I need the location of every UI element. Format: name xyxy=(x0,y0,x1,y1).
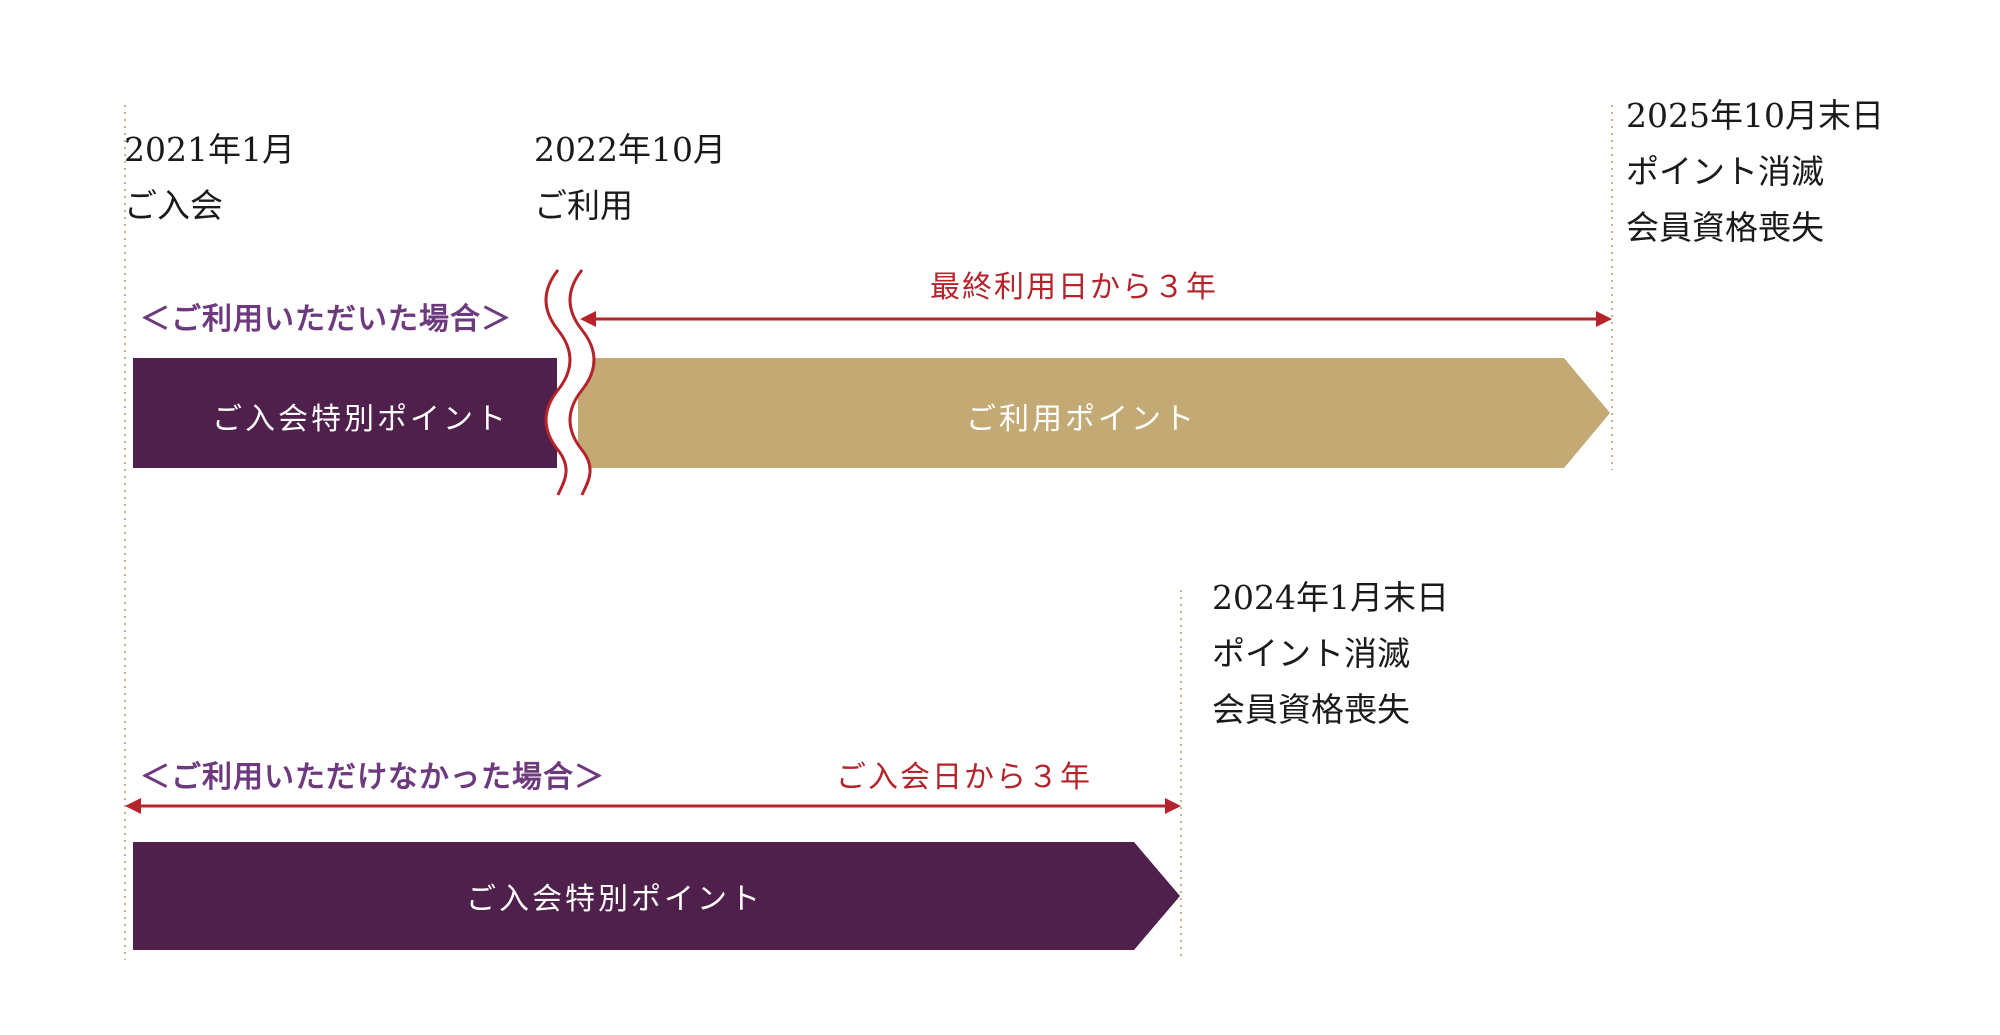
break-mark xyxy=(546,270,594,495)
join-caption: ご入会 xyxy=(124,186,223,225)
bonus-points-bar-used xyxy=(133,358,557,468)
span-arrow-used-right-head xyxy=(1596,311,1612,327)
expire-unused-marker: 2024年1月末日 ポイント消滅 会員資格喪失 xyxy=(1212,570,1449,738)
span-arrow-unused-right-head xyxy=(1165,798,1181,814)
expire-unused-caption-2: 会員資格喪失 xyxy=(1212,690,1410,729)
expire-unused-caption-1: ポイント消滅 xyxy=(1212,634,1410,673)
expire-used-caption-1: ポイント消滅 xyxy=(1626,152,1824,191)
use-caption: ご利用 xyxy=(534,186,633,225)
expire-used-caption-2: 会員資格喪失 xyxy=(1626,208,1824,247)
expire-unused-date: 2024年1月末日 xyxy=(1212,578,1449,617)
bonus-bar-label-unused: ご入会特別ポイント xyxy=(466,882,763,917)
scenario-used-heading: ＜ご利用いただいた場合＞ xyxy=(140,302,512,337)
join-marker: 2021年1月 ご入会 xyxy=(124,122,295,234)
join-date: 2021年1月 xyxy=(124,130,295,169)
span-label-unused: ご入会日から３年 xyxy=(836,760,1092,795)
bonus-bar-label-used: ご入会特別ポイント xyxy=(212,402,509,437)
use-date: 2022年10月 xyxy=(534,130,726,169)
usage-points-bar xyxy=(578,358,1610,468)
break-line-left xyxy=(544,269,572,496)
use-marker: 2022年10月 ご利用 xyxy=(534,122,726,234)
usage-bar-label: ご利用ポイント xyxy=(966,402,1197,437)
bonus-points-bar-unused xyxy=(133,842,1180,950)
span-label-used: 最終利用日から３年 xyxy=(930,270,1218,305)
expire-used-date: 2025年10月末日 xyxy=(1626,96,1884,135)
span-arrow-used-left-head xyxy=(580,311,596,327)
span-arrow-unused-left-head xyxy=(125,798,141,814)
break-line-right xyxy=(568,269,596,496)
scenario-unused-heading: ＜ご利用いただけなかった場合＞ xyxy=(140,760,605,795)
expire-used-marker: 2025年10月末日 ポイント消滅 会員資格喪失 xyxy=(1626,88,1884,256)
